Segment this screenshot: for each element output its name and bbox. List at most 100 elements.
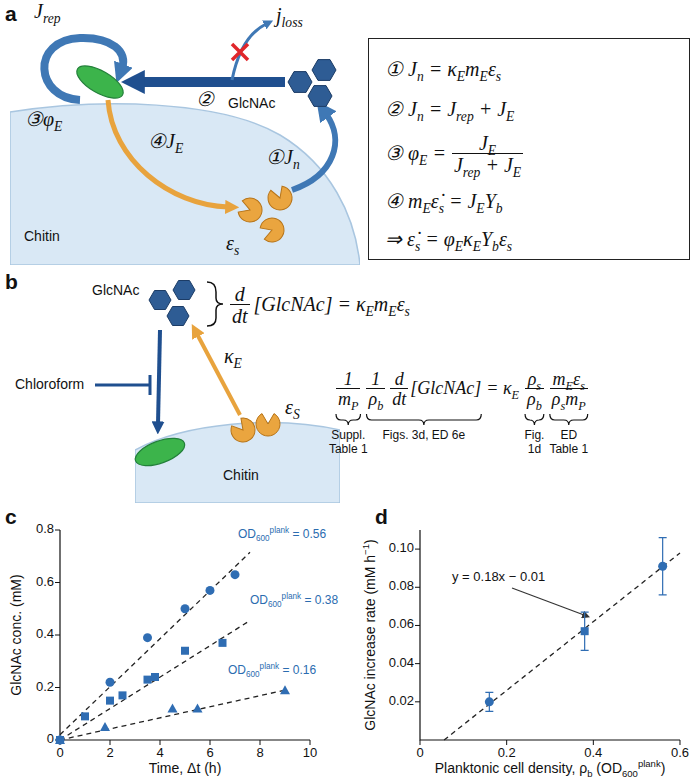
tick-label: 4 [156,746,163,761]
label: Chloroform [15,376,84,392]
subscript: s [405,304,410,319]
superscript: plank [638,758,661,769]
underbrace [525,414,544,425]
fraction-bar [390,388,408,389]
error-bar [485,692,493,711]
math-term: d [235,283,245,306]
enzyme [236,195,265,225]
subscript: s [560,399,565,413]
subscript: E [419,153,427,168]
math-term: mEεs [553,369,585,390]
math-term: dt [232,305,248,328]
region-label: Chitin [223,467,259,483]
subscript: E [366,304,374,319]
brace [207,282,223,326]
subscript: E [476,201,484,216]
tick [415,549,420,550]
enzyme [256,414,280,436]
panel-letter: b [5,270,18,294]
math-term: εs [226,232,239,255]
data-point [658,562,667,571]
subscript: rep [43,11,61,26]
fit-line [60,690,285,740]
tick [593,740,594,745]
axis [60,530,310,740]
data-point [219,639,227,647]
tick-label: 0.06 [389,617,414,632]
subscript: S [293,407,300,422]
label: Time, Δt (h) [149,760,222,776]
math-term: 1 [344,369,353,390]
equation: JE [479,132,496,155]
subscript: b [377,399,383,413]
enzyme-flux-arrow [108,100,228,207]
math-term: ①Jn [266,146,300,169]
subscript: s [234,243,239,258]
leader-arrow [512,588,584,615]
data-point [56,736,65,745]
subscript: b [587,768,592,779]
subscript: E [457,69,465,84]
math-term: Jrep [34,0,61,23]
subscript: 600 [622,768,638,779]
label: Planktonic cell density, ρb (OD600plank) [435,760,666,776]
tick-label: 0 [56,746,63,761]
generated-art [55,59,680,745]
math-term: κE [224,345,242,368]
data-point [106,678,115,687]
panel-letter: d [375,505,388,529]
math-term: ρs [528,369,541,390]
equation-box: ① Jn = κEmEεs② Jn = Jrep + JE③ φE =JEJre… [368,38,690,260]
math-term: ② [196,88,214,111]
subscript: n [417,69,424,84]
bacterium [72,59,128,104]
math-term: ③φE [25,108,62,131]
fraction-bar [525,388,544,389]
math-term: dt [392,389,406,410]
tick [55,635,60,636]
equation: ⇒ ε̇s = φEκEYbεs [385,228,512,251]
label: GlcNAc [92,282,139,298]
tick-label: 0.4 [36,627,54,642]
fraction-bar [230,304,250,305]
subscript: rep [456,109,474,124]
data-point [143,633,152,642]
fit-line [60,621,250,740]
subscript: rep [463,165,481,180]
tick-label: 0.2 [36,680,54,695]
subscript: n [417,109,424,124]
fraction-bar [452,153,523,154]
label: OD600plank = 0.56 [238,528,326,542]
data-point [231,570,240,579]
tick-label: 0 [47,732,54,747]
tick [506,740,507,745]
label: OD600plank = 0.16 [228,664,316,678]
data-point [81,712,89,720]
tick-label: 0.6 [36,575,54,590]
tick-label: 0.8 [36,522,54,537]
data-point [181,647,189,655]
label: GlcNAc increase rate (mM h−1) [362,539,378,730]
equation: Jrep + JE [454,154,521,177]
tick-label: 0.04 [389,656,414,671]
subscript: 600 [268,600,282,609]
bacterium [132,433,188,471]
subscript: E [455,239,463,254]
tick [55,582,60,583]
subscript: E [506,109,514,124]
block-cross [232,44,248,60]
data-point [485,697,494,706]
label: OD600plank = 0.38 [250,594,338,608]
subscript: E [175,141,183,156]
data-point [151,673,159,681]
tick [420,740,421,745]
subscript: E [388,304,396,319]
underbrace [336,414,360,425]
math-term: ρb [368,389,383,410]
tick [55,530,60,531]
equation: ① Jn = κEmEεs [385,58,501,81]
region-label: Chitin [24,228,60,244]
tick [260,740,261,745]
data-point [206,586,215,595]
subscript: P [578,399,585,413]
